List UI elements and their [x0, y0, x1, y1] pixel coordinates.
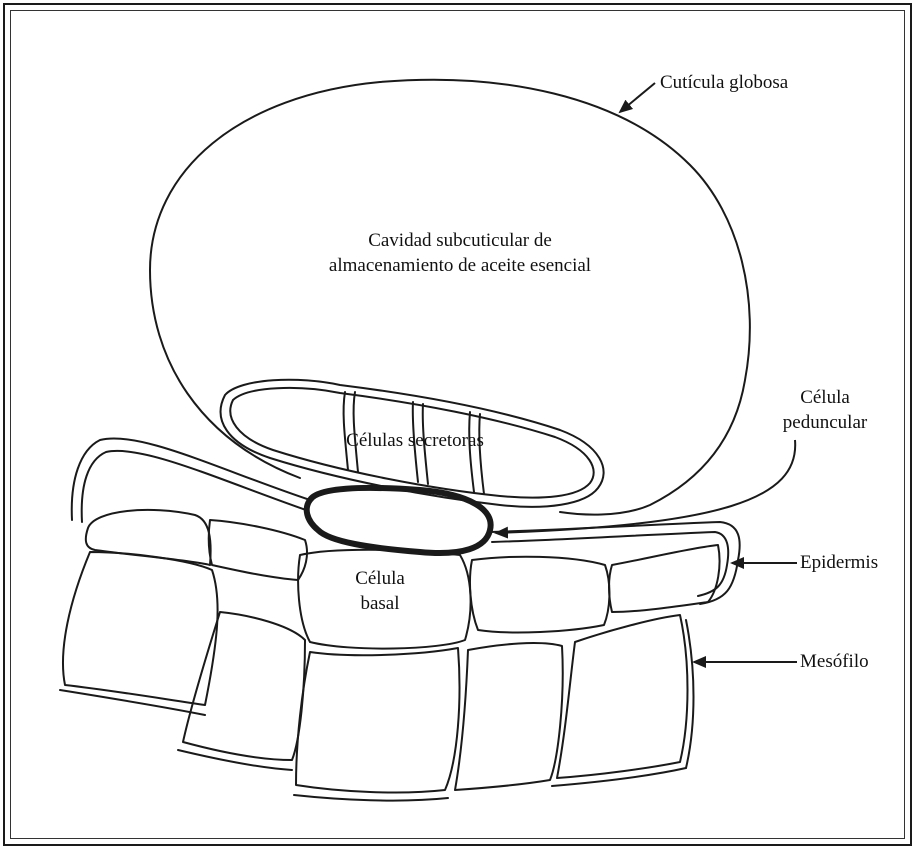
label-cavidad-line2: almacenamiento de aceite esencial — [295, 253, 625, 278]
label-cavidad: Cavidad subcuticular de almacenamiento d… — [295, 228, 625, 278]
label-cuticula-globosa: Cutícula globosa — [660, 70, 788, 95]
epidermis-layer — [72, 438, 740, 648]
label-celula-basal: Célula basal — [340, 566, 420, 616]
peduncular-cell — [307, 488, 491, 553]
arrow-peduncular — [496, 440, 795, 533]
label-cavidad-line1: Cavidad subcuticular de — [295, 228, 625, 253]
label-peduncular-line2: peduncular — [765, 410, 885, 435]
label-celulas-secretoras: Células secretoras — [325, 428, 505, 453]
label-celula-peduncular: Célula peduncular — [765, 385, 885, 435]
arrow-cuticula — [620, 83, 655, 112]
label-peduncular-line1: Célula — [765, 385, 885, 410]
label-basal-line2: basal — [340, 591, 420, 616]
label-basal-line1: Célula — [340, 566, 420, 591]
label-mesofilo: Mesófilo — [800, 649, 869, 674]
label-epidermis: Epidermis — [800, 550, 878, 575]
